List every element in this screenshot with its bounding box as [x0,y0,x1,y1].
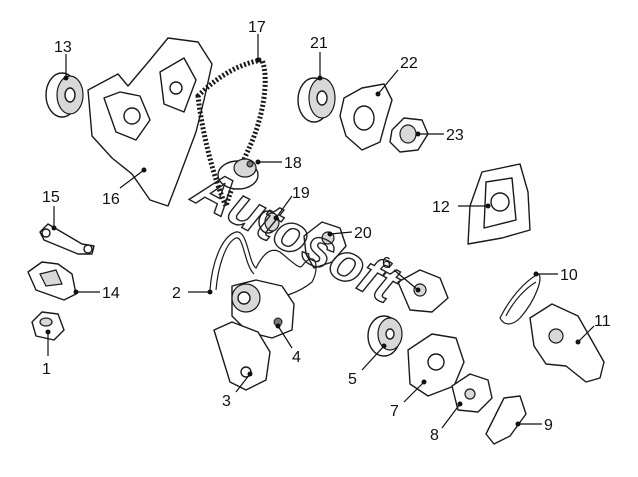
part-2-auxiliary-belt[interactable] [209,231,317,299]
label-21: 21 [310,35,328,52]
label-4: 4 [292,349,301,366]
part-9-bracket[interactable] [485,395,527,445]
part-12-cover-plate[interactable] [467,163,531,245]
part-14-mount[interactable] [27,261,77,301]
part-10-belt[interactable] [499,273,541,325]
part-5-pulley[interactable] [367,315,403,357]
label-23: 23 [446,127,464,144]
label-15: 15 [42,189,60,206]
part-23-idler-assembly[interactable] [389,117,429,153]
label-19: 19 [292,185,310,202]
part-number-labels: 13 16 17 18 19 20 21 22 23 12 15 14 1 2 … [42,19,611,444]
label-10: 10 [560,267,578,284]
label-8: 8 [430,427,439,444]
part-11-pump[interactable] [529,303,605,383]
label-7: 7 [390,403,399,420]
label-1: 1 [42,361,51,378]
label-6: 6 [382,255,391,272]
leader-lines [45,34,595,429]
label-16: 16 [102,191,120,208]
label-20: 20 [354,225,372,242]
label-18: 18 [284,155,302,172]
label-22: 22 [400,55,418,72]
part-21-pulley[interactable] [297,77,336,123]
label-3: 3 [222,393,231,410]
label-13: 13 [54,39,72,56]
label-5: 5 [348,371,357,388]
label-11: 11 [594,313,611,330]
part-16-timing-cover[interactable] [87,37,213,207]
label-17: 17 [248,19,266,36]
part-22-back-plate[interactable] [339,83,393,151]
part-1-mount[interactable] [31,311,65,341]
part-6-bracket[interactable] [397,269,449,313]
part-3-bracket[interactable] [213,321,271,391]
label-9: 9 [544,417,553,434]
part-15-link-rod[interactable] [39,223,95,255]
label-12: 12 [432,199,450,216]
label-2: 2 [172,285,181,302]
part-18-tensioner[interactable] [217,158,259,190]
label-14: 14 [102,285,120,302]
part-4-pump[interactable] [231,279,295,339]
part-13-pulley[interactable] [45,72,84,118]
